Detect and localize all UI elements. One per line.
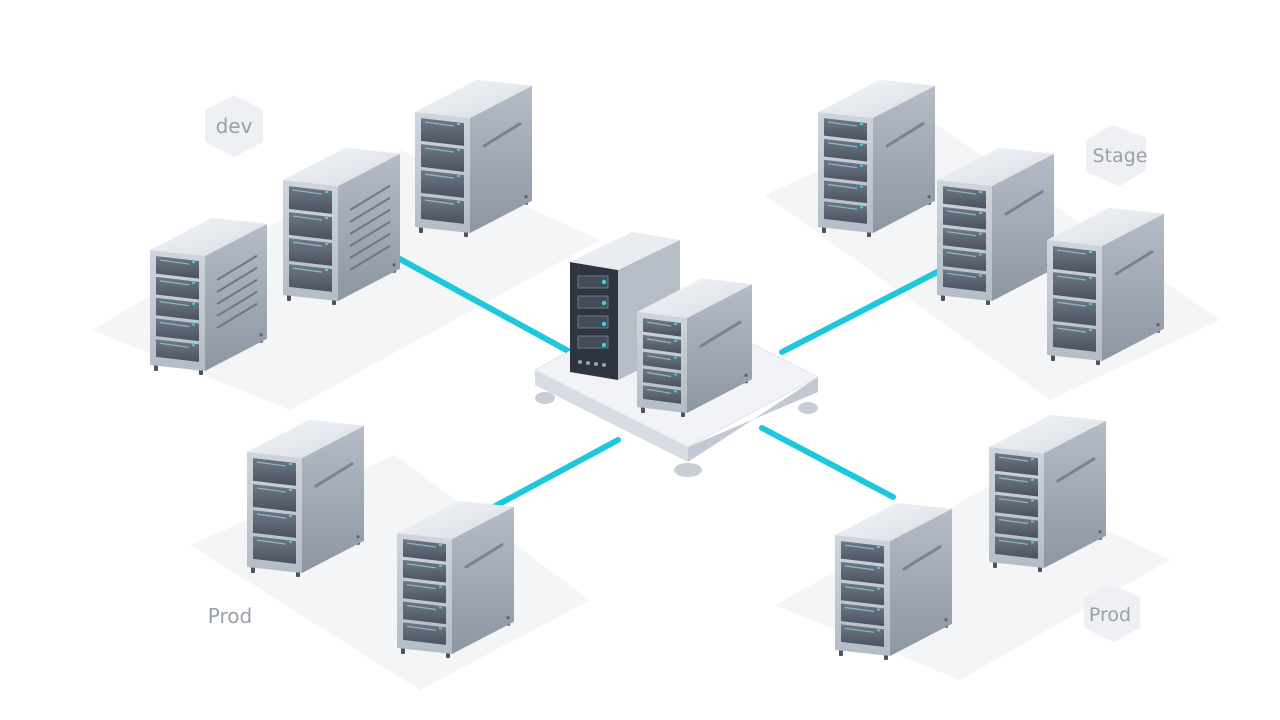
- dev-label-badge: [205, 95, 263, 157]
- environment-labels: dev Stage Prod Prod: [205, 95, 1147, 642]
- dev-label: dev: [216, 114, 253, 138]
- connector-stage: [779, 265, 948, 355]
- dev-server-icon-3: [415, 79, 532, 237]
- dev-server-icon-1: [150, 217, 267, 375]
- prod-right-server-icon-2: [835, 502, 952, 660]
- stage-server-icon-2: [937, 147, 1054, 305]
- connector-prod-right: [759, 425, 896, 500]
- network-connections: [395, 255, 948, 513]
- prod-left-server-icon-1: [247, 419, 364, 577]
- server-group: [150, 79, 1164, 660]
- prod-right-label: Prod: [1089, 604, 1131, 626]
- dev-server-icon-2: [283, 147, 400, 305]
- prod-right-server-icon-1: [989, 414, 1106, 572]
- stage-server-icon-3: [1047, 207, 1164, 365]
- hub-secondary-server-icon: [637, 278, 752, 417]
- zone-floor-prod-right: [775, 480, 1170, 680]
- connector-dev: [395, 255, 573, 355]
- stage-label: Stage: [1093, 145, 1148, 167]
- prod-left-label: Prod: [208, 604, 252, 628]
- prod-left-server-icon-2: [397, 500, 514, 658]
- stage-label-badge: [1086, 125, 1146, 186]
- prod-right-label-badge: [1084, 584, 1140, 642]
- connector-prod-left: [485, 437, 621, 513]
- stage-server-icon-1: [818, 79, 935, 237]
